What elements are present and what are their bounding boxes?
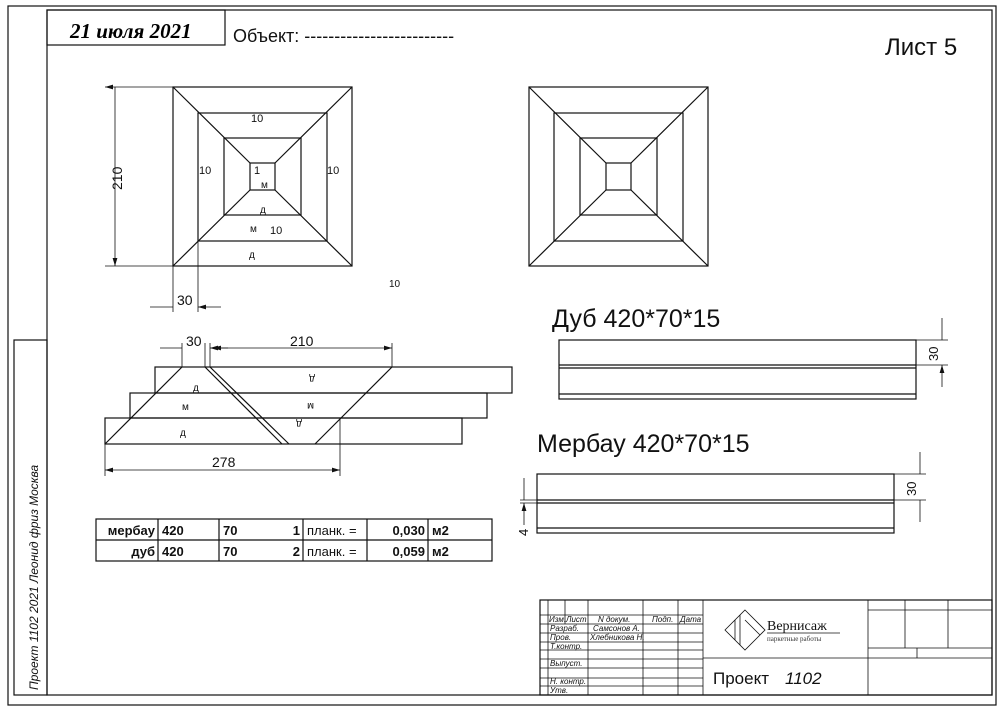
svg-text:210: 210: [290, 333, 314, 349]
svg-text:д: д: [309, 373, 315, 384]
svg-text:1: 1: [293, 523, 300, 538]
svg-text:паркетные работы: паркетные работы: [767, 635, 822, 643]
table-row: дуб 420 70 2 планк. = 0,059 м2: [131, 544, 449, 559]
svg-text:Дата: Дата: [679, 615, 702, 624]
svg-text:30: 30: [177, 292, 193, 308]
materials-table: мербау 420 70 1 планк. = 0,030 м2 дуб 42…: [95, 518, 493, 562]
svg-text:Самсонов А.: Самсонов А.: [593, 624, 640, 633]
svg-text:м: м: [182, 402, 189, 413]
svg-text:420: 420: [162, 523, 184, 538]
svg-text:Хлебникова Н.: Хлебникова Н.: [589, 633, 645, 642]
svg-text:4: 4: [516, 529, 531, 536]
svg-text:Пров.: Пров.: [550, 633, 571, 642]
svg-text:0,059: 0,059: [392, 544, 425, 559]
svg-text:30: 30: [904, 482, 919, 496]
svg-text:0,030: 0,030: [392, 523, 425, 538]
svg-text:м2: м2: [432, 523, 449, 538]
title-block: Изм. Лист N докум. Подп. Дата Разраб. Пр…: [539, 599, 993, 696]
svg-text:д: д: [180, 428, 186, 439]
svg-text:Утв.: Утв.: [549, 686, 568, 695]
svg-text:30: 30: [926, 347, 941, 361]
stray-label: 10: [389, 279, 401, 290]
svg-text:Лист: Лист: [565, 615, 587, 624]
logo: Вернисаж паркетные работы: [724, 609, 840, 651]
svg-text:Т.контр.: Т.контр.: [550, 642, 582, 651]
table-row: мербау 420 70 1 планк. = 0,030 м2: [108, 523, 449, 538]
svg-text:Разраб.: Разраб.: [550, 624, 579, 633]
outer-frame: [7, 5, 997, 706]
svg-text:Мербау 420*70*15: Мербау 420*70*15: [537, 430, 750, 458]
date: 21 июля 2021: [69, 19, 192, 43]
board-merbau: Мербау 420*70*15 30 4: [516, 430, 926, 536]
svg-text:10: 10: [251, 113, 263, 125]
svg-text:1: 1: [254, 165, 260, 177]
svg-text:70: 70: [223, 523, 237, 538]
svg-text:м2: м2: [432, 544, 449, 559]
svg-text:30: 30: [186, 333, 202, 349]
svg-text:Дуб 420*70*15: Дуб 420*70*15: [552, 305, 720, 333]
svg-text:м: м: [307, 400, 314, 411]
svg-text:210: 210: [109, 166, 125, 190]
svg-text:д: д: [260, 205, 266, 216]
svg-text:2: 2: [293, 544, 300, 559]
svg-text:планк. =: планк. =: [307, 544, 357, 559]
svg-text:дуб: дуб: [131, 544, 155, 559]
square-pattern-annotated: 10 10 10 1 м д м 10 д 210 30: [105, 87, 353, 312]
date-box: [46, 9, 226, 46]
svg-text:Изм.: Изм.: [549, 615, 566, 624]
inner-frame: [46, 9, 993, 696]
svg-text:Вернисаж: Вернисаж: [767, 619, 827, 634]
side-stamp-text: Проект 1102 2021 Леонид фриз Москва: [27, 465, 41, 690]
strip-cutting-diagram: 30 210 278 д д м м д д: [104, 333, 513, 476]
svg-text:Н. контр.: Н. контр.: [550, 677, 586, 686]
svg-text:Подп.: Подп.: [652, 615, 673, 624]
svg-text:м: м: [250, 224, 257, 235]
square-pattern: [528, 86, 709, 267]
board-oak: Дуб 420*70*15 30: [552, 305, 948, 400]
svg-text:Выпуст.: Выпуст.: [550, 659, 582, 668]
object-label: Объект: -------------------------: [233, 26, 454, 46]
svg-text:мербау: мербау: [108, 523, 156, 538]
svg-text:д: д: [249, 250, 255, 261]
svg-text:д: д: [296, 418, 302, 429]
svg-text:д: д: [193, 383, 199, 394]
sheet-number: Лист 5: [885, 34, 957, 61]
svg-text:70: 70: [223, 544, 237, 559]
svg-text:10: 10: [199, 165, 211, 177]
project-title: Проект: [713, 669, 769, 688]
svg-text:10: 10: [270, 225, 282, 237]
project-number: 1102: [785, 669, 822, 688]
svg-text:420: 420: [162, 544, 184, 559]
side-stamp-box: [13, 339, 48, 696]
svg-text:10: 10: [327, 165, 339, 177]
svg-text:м: м: [261, 180, 268, 191]
svg-text:планк. =: планк. =: [307, 523, 357, 538]
svg-text:278: 278: [212, 454, 236, 470]
svg-text:N докум.: N докум.: [598, 615, 630, 624]
